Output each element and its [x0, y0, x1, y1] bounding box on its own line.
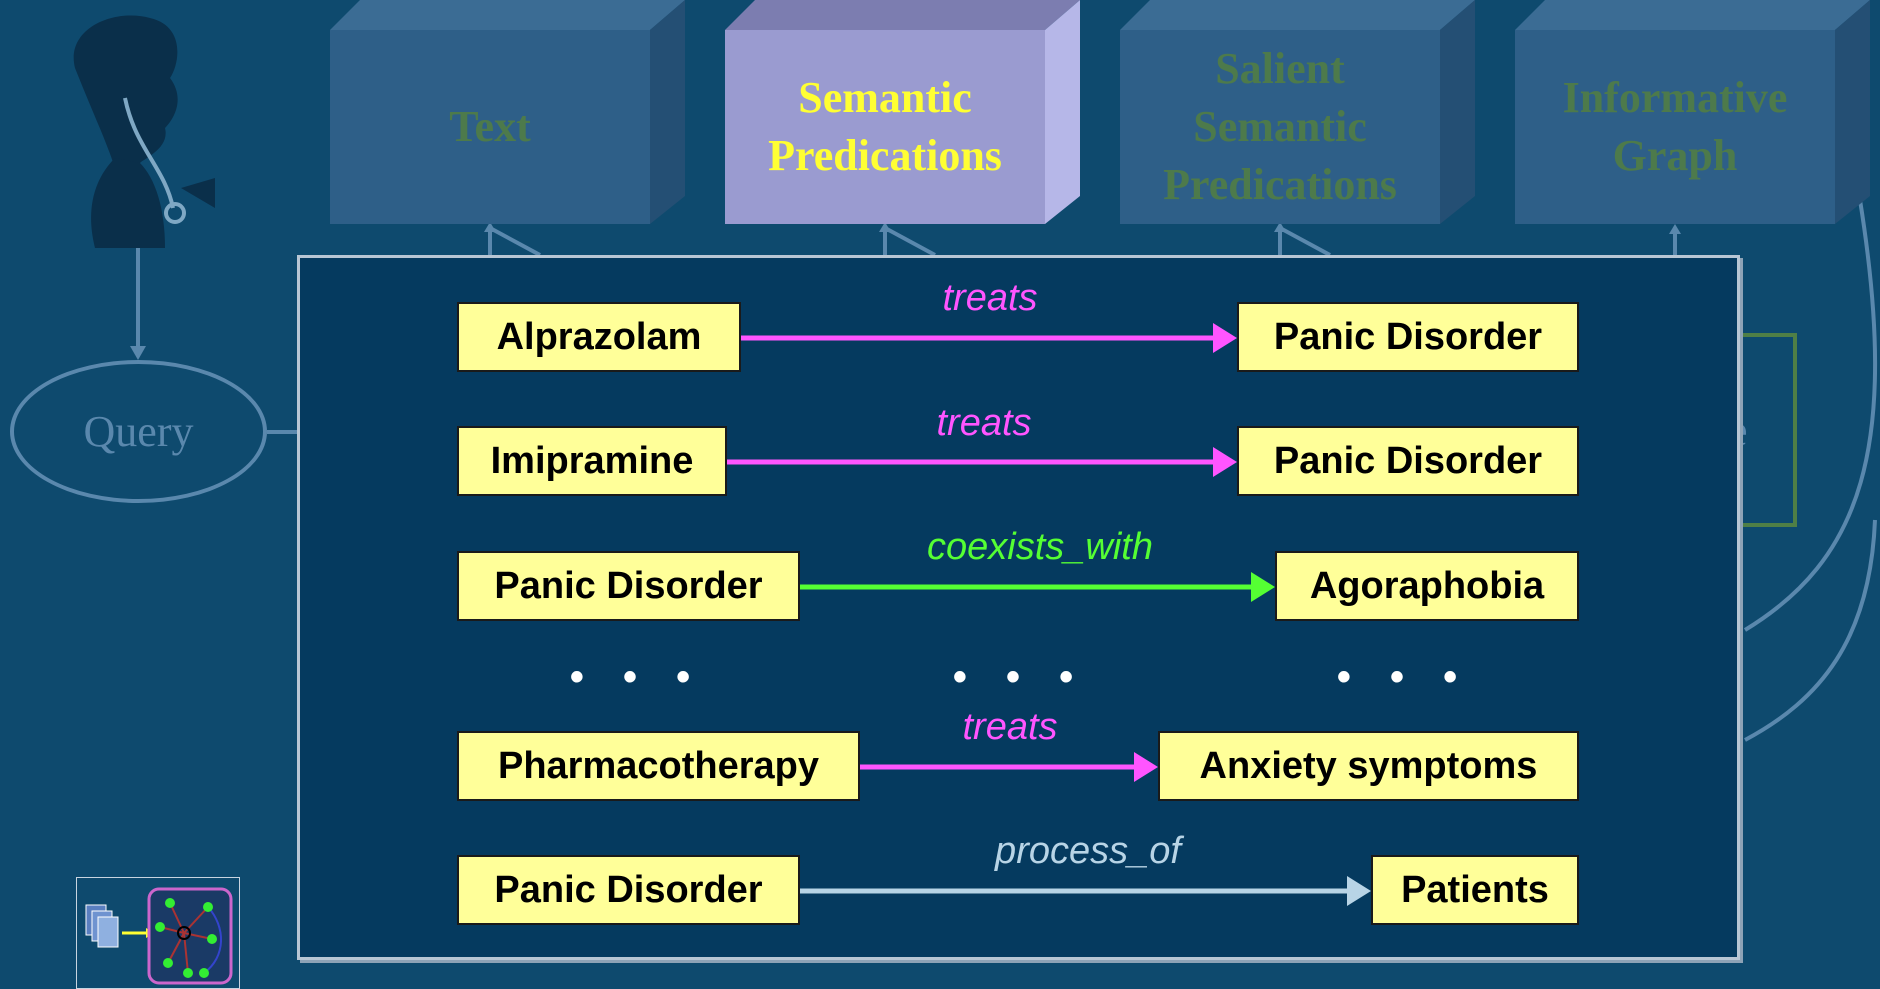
object-box: Panic Disorder — [1237, 302, 1579, 372]
physician-icon — [73, 15, 215, 248]
object-box: Panic Disorder — [1237, 426, 1579, 496]
predication-arrow-head — [1134, 752, 1158, 782]
predication-arrow-head — [1213, 447, 1237, 477]
predication-arrow-head — [1251, 572, 1275, 602]
ellipsis: • • • — [1336, 655, 1472, 699]
object-box: Agoraphobia — [1275, 551, 1579, 621]
subject-box: Imipramine — [457, 426, 727, 496]
object-box: Patients — [1371, 855, 1579, 925]
predication-arrow-head — [1213, 323, 1237, 353]
ellipsis: • • • — [569, 655, 705, 699]
query-node: Query — [10, 360, 267, 503]
graph-thumbnail-icon — [76, 877, 240, 989]
relation-label: treats — [962, 706, 1058, 748]
subject-box: Panic Disorder — [457, 551, 800, 621]
object-box: Anxiety symptoms — [1158, 731, 1579, 801]
hidden-node-frame — [1700, 333, 1797, 527]
stage-label-text: Text — [330, 30, 650, 224]
relation-label: coexists_with — [927, 526, 1153, 568]
predication-arrow-head — [1347, 876, 1371, 906]
relation-label: process_of — [995, 830, 1181, 872]
ellipsis: • • • — [952, 655, 1088, 699]
subject-box: Alprazolam — [457, 302, 741, 372]
relation-label: treats — [936, 402, 1032, 444]
relation-label: treats — [942, 277, 1038, 319]
subject-box: Panic Disorder — [457, 855, 800, 925]
stage-box-text: Text — [330, 0, 685, 224]
subject-box: Pharmacotherapy — [457, 731, 860, 801]
